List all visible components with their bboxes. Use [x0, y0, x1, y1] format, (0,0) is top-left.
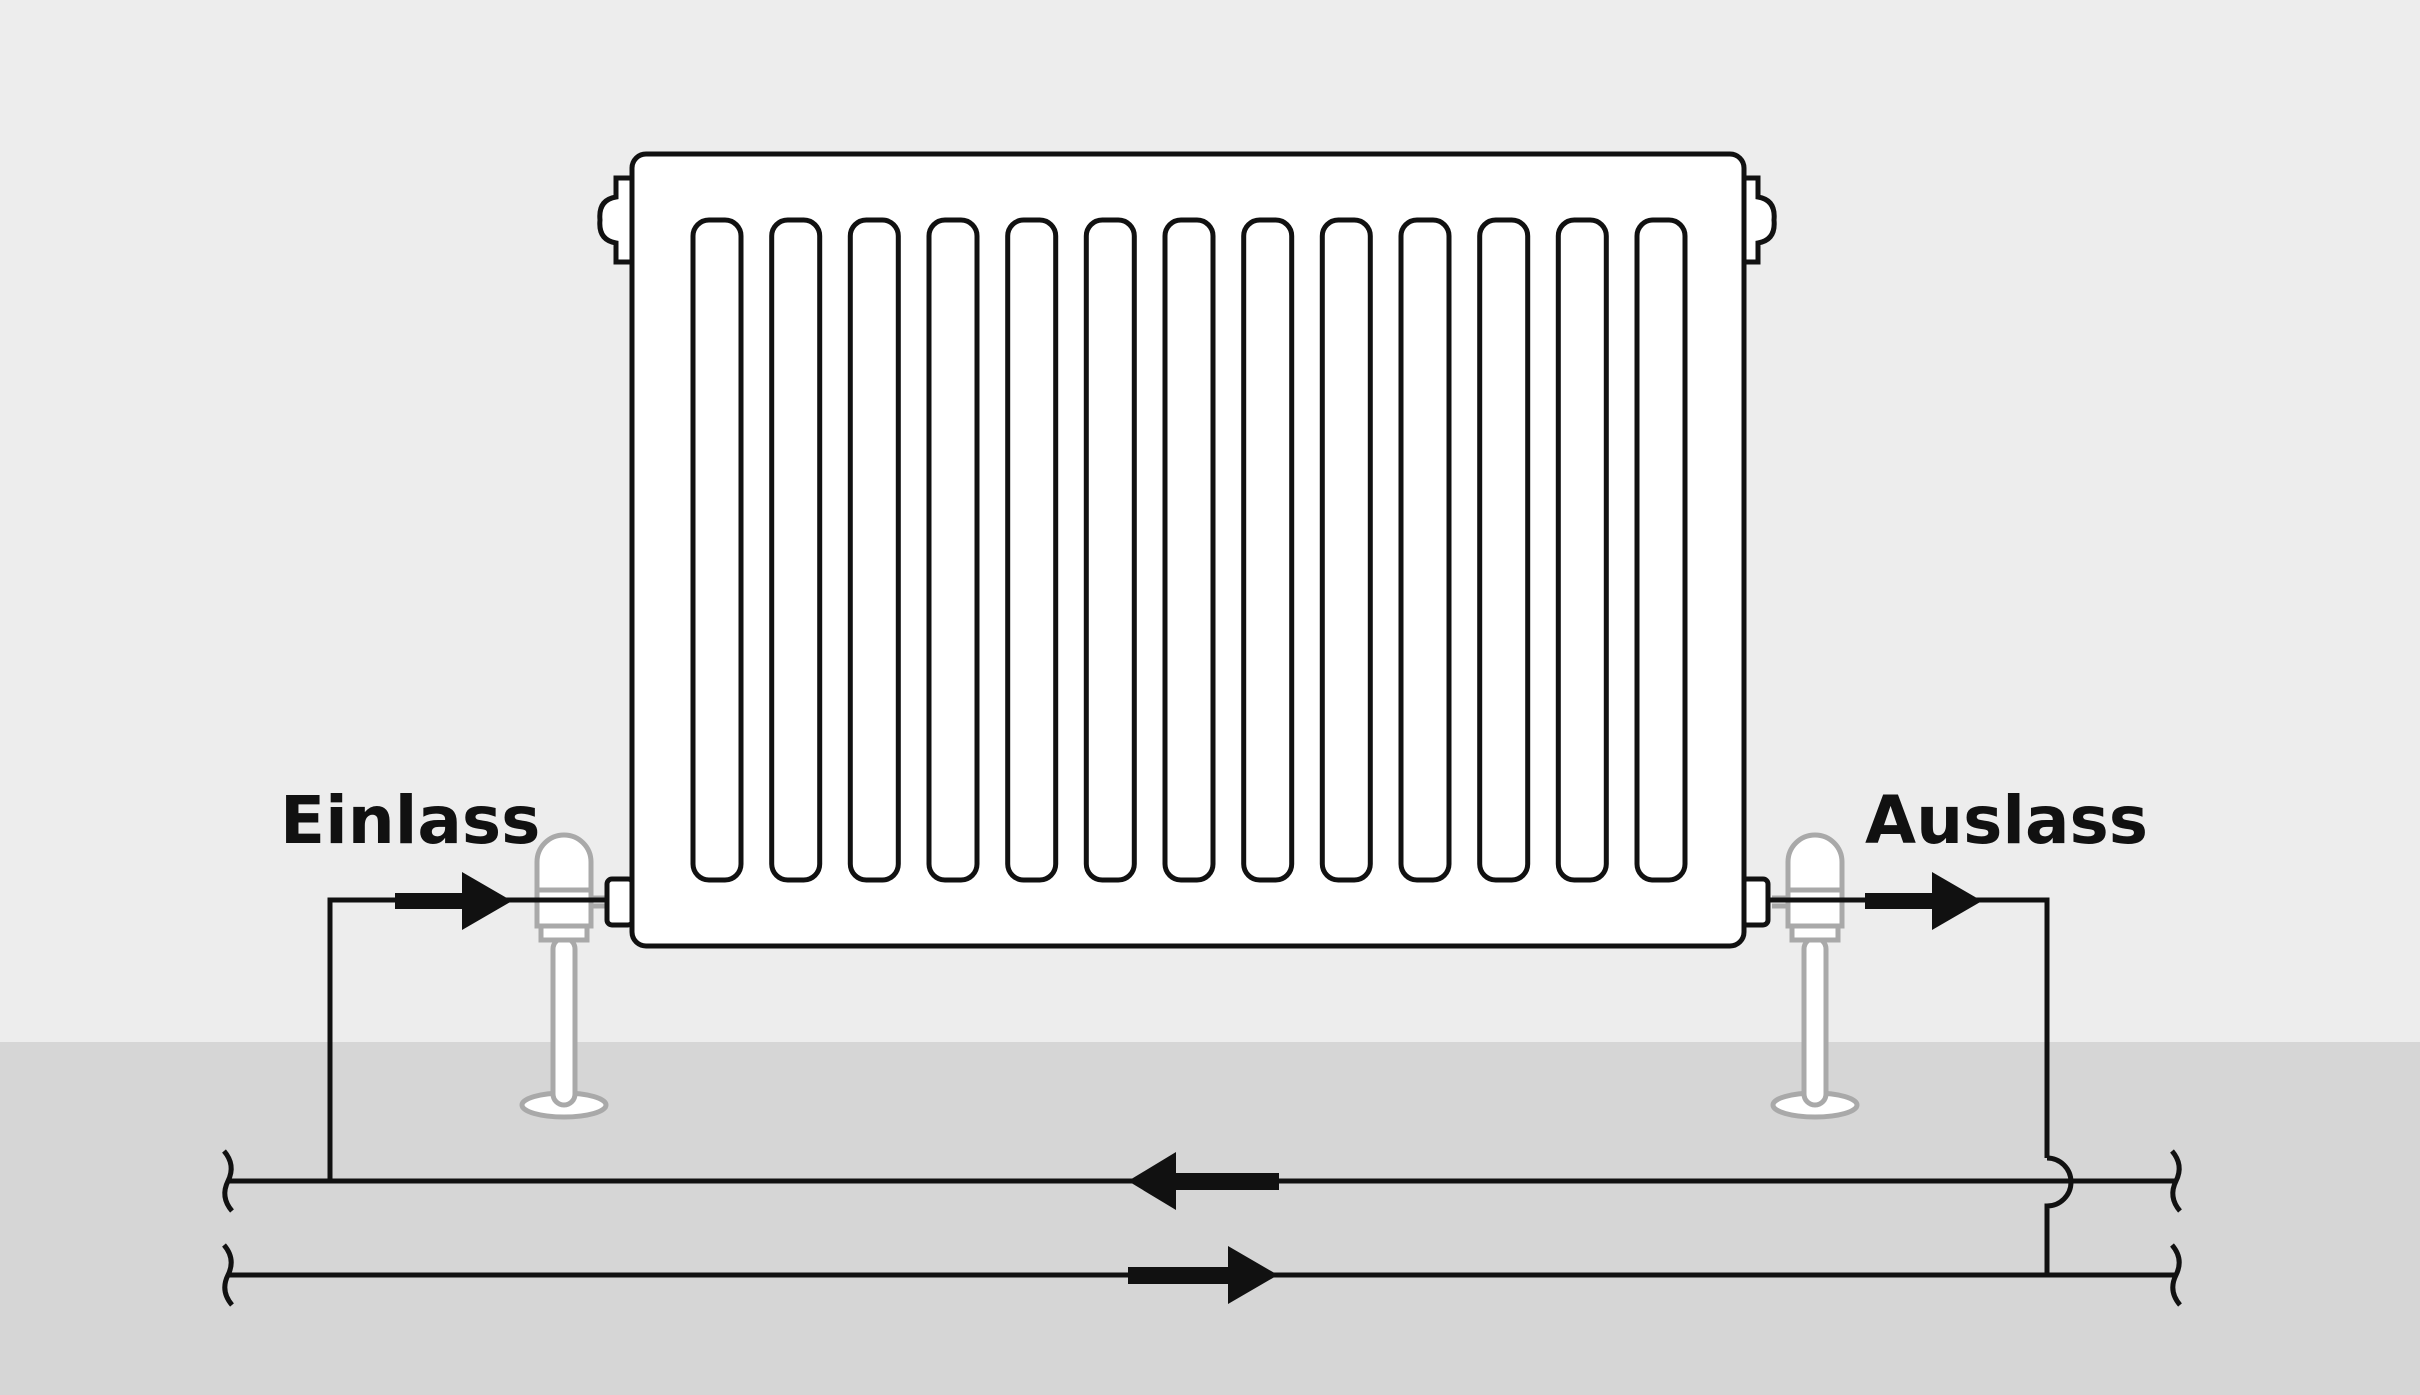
outlet-flow-arrow — [1865, 872, 1982, 930]
pipe-break-right-upper — [2170, 1149, 2182, 1213]
pipe-break-left-upper — [222, 1149, 234, 1213]
inlet-stub — [604, 876, 636, 928]
inlet-pipe — [327, 897, 607, 1181]
outlet-pipe — [1768, 897, 2050, 1158]
upper-pipe-flow-arrow — [1128, 1152, 1279, 1210]
radiator-fin — [1634, 217, 1688, 883]
radiator — [597, 151, 1777, 949]
pipe-break-left-lower — [222, 1243, 234, 1307]
radiator-fin — [1083, 217, 1137, 883]
inlet-flow-arrow — [395, 872, 512, 930]
radiator-fin — [1005, 217, 1059, 883]
radiator-fin — [1162, 217, 1216, 883]
radiator-fin — [769, 217, 823, 883]
radiator-fin — [1477, 217, 1531, 883]
lower-pipe-flow-arrow — [1128, 1246, 1278, 1304]
radiator-fins — [690, 217, 1688, 883]
pipe-crossover — [2044, 1155, 2074, 1275]
radiator-fin — [1319, 217, 1373, 883]
radiator-fin — [1241, 217, 1295, 883]
pipe-break-right-lower — [2170, 1243, 2182, 1307]
radiator-fin — [847, 217, 901, 883]
left-wall-bracket — [597, 175, 635, 265]
radiator-fin — [690, 217, 744, 883]
radiator-fin — [926, 217, 980, 883]
inlet-valve — [519, 832, 609, 1120]
radiator-fin — [1555, 217, 1609, 883]
inlet-label: Einlass — [280, 782, 540, 859]
floor-background — [0, 1042, 2420, 1395]
flow-arrows — [395, 872, 1982, 1304]
right-wall-bracket — [1739, 175, 1777, 265]
radiator-fin — [1398, 217, 1452, 883]
outlet-label: Auslass — [1865, 782, 2148, 859]
